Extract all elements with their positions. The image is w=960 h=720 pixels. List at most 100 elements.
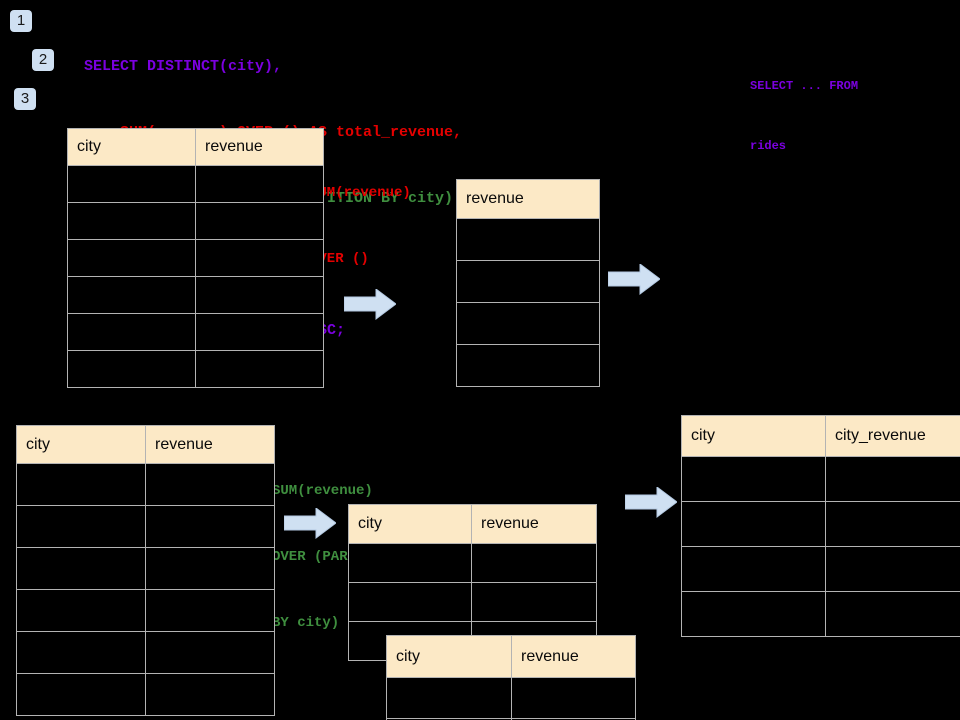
side-note-select-from: SELECT ... FROM rides <box>750 36 858 196</box>
column-header-city: city <box>67 128 196 166</box>
table-row <box>16 589 275 632</box>
table-header-row: city revenue <box>16 425 275 464</box>
table-cell <box>681 501 826 547</box>
table-row <box>681 546 960 592</box>
table-cell <box>16 631 146 674</box>
table-row <box>67 276 324 314</box>
table-cell <box>386 677 512 719</box>
column-header-city-revenue: city_revenue <box>825 415 960 457</box>
table-row <box>456 344 600 387</box>
table-cell <box>825 546 960 592</box>
table-cell <box>145 463 275 506</box>
table-row <box>386 718 636 720</box>
table-cell <box>471 543 597 583</box>
annotation-partition-line-3: BY city) <box>272 615 340 631</box>
column-header-revenue: revenue <box>195 128 324 166</box>
table-row <box>681 501 960 547</box>
table-cell <box>145 631 275 674</box>
table-cell <box>825 456 960 502</box>
step-badge-1: 1 <box>10 10 32 32</box>
table-row <box>348 582 597 622</box>
table-cell <box>511 718 636 720</box>
arrow-partition-to-result <box>625 487 677 518</box>
table-row <box>348 543 597 583</box>
table-cell <box>456 260 600 303</box>
table-cell <box>348 543 472 583</box>
table-cell <box>195 350 324 388</box>
table-body <box>456 218 600 387</box>
column-header-revenue: revenue <box>471 504 597 544</box>
table-header-row: revenue <box>456 179 600 219</box>
table-cell <box>471 582 597 622</box>
table-cell <box>145 505 275 548</box>
table-source-bottom: city revenue <box>16 425 275 716</box>
step-badge-1-label: 1 <box>16 12 26 29</box>
table-row <box>67 165 324 203</box>
table-row <box>16 673 275 716</box>
arrow-source-to-total <box>344 289 396 320</box>
column-header-city: city <box>348 504 472 544</box>
arrow-source-to-partition <box>284 508 336 539</box>
table-cell <box>348 582 472 622</box>
column-header-revenue: revenue <box>456 179 600 219</box>
table-row <box>67 313 324 351</box>
table-cell <box>456 218 600 261</box>
table-row <box>681 591 960 637</box>
table-body <box>386 677 636 720</box>
table-cell <box>681 546 826 592</box>
table-row <box>456 218 600 261</box>
table-result: city city_revenue <box>681 415 960 637</box>
table-source-top: city revenue <box>67 128 324 388</box>
table-row <box>67 350 324 388</box>
table-row <box>681 456 960 502</box>
table-header-row: city revenue <box>386 635 636 678</box>
table-row <box>16 547 275 590</box>
annotation-total-line-2: OVER () <box>310 251 369 267</box>
table-header-row: city revenue <box>348 504 597 544</box>
column-header-city: city <box>16 425 146 464</box>
table-header-row: city city_revenue <box>681 415 960 457</box>
table-row <box>456 260 600 303</box>
table-body <box>16 463 275 716</box>
annotation-partition-line-1: SUM(revenue) <box>272 483 373 499</box>
table-total-revenue: revenue <box>456 179 600 387</box>
column-header-city: city <box>681 415 826 457</box>
annotation-total-revenue: SUM(revenue) OVER () <box>310 138 411 314</box>
table-cell <box>67 350 196 388</box>
table-cell <box>16 673 146 716</box>
table-body <box>681 456 960 637</box>
side-note-line-2: rides <box>750 139 787 153</box>
side-note-line-1: SELECT ... FROM <box>750 79 859 93</box>
column-header-city: city <box>386 635 512 678</box>
table-cell <box>67 202 196 240</box>
table-cell <box>681 591 826 637</box>
table-cell <box>511 677 636 719</box>
table-cell <box>195 202 324 240</box>
table-row <box>16 631 275 674</box>
step-badge-3-label: 3 <box>20 90 30 107</box>
table-cell <box>67 165 196 203</box>
table-body <box>67 165 324 388</box>
table-cell <box>16 463 146 506</box>
step-badge-2-label: 2 <box>38 51 48 68</box>
step-badge-2: 2 <box>32 49 54 71</box>
table-cell <box>825 501 960 547</box>
arrow-total-to-result <box>608 264 660 295</box>
table-cell <box>825 591 960 637</box>
table-cell <box>67 239 196 277</box>
table-cell <box>195 165 324 203</box>
column-header-revenue: revenue <box>145 425 275 464</box>
step-badge-3: 3 <box>14 88 36 110</box>
table-row <box>67 239 324 277</box>
column-header-revenue: revenue <box>511 635 636 678</box>
table-cell <box>67 313 196 351</box>
table-row <box>386 677 636 719</box>
table-cell <box>195 313 324 351</box>
table-cell <box>456 344 600 387</box>
table-row <box>16 463 275 506</box>
table-cell <box>16 505 146 548</box>
table-cell <box>67 276 196 314</box>
table-cell <box>195 239 324 277</box>
table-cell <box>145 673 275 716</box>
